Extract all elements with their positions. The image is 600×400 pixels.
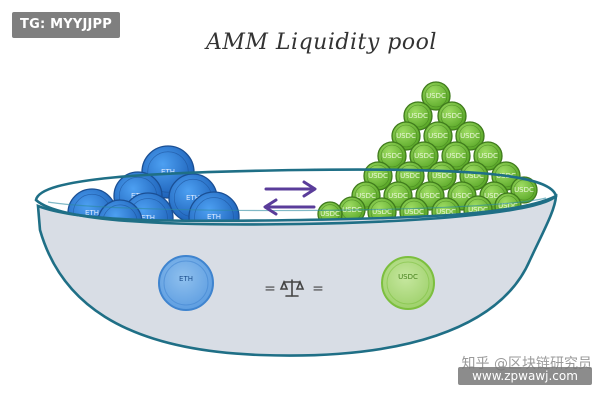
tag-badge: TG: MYYJJPP (12, 12, 120, 38)
usdc-coin-label: USDC (460, 132, 480, 140)
eth-coin-label: ETH (179, 275, 193, 283)
usdc-coin: USDC (437, 101, 467, 131)
usdc-coin-label: USDC (498, 202, 518, 210)
usdc-coin-label: USDC (426, 92, 446, 100)
usdc-coin-label: USDC (432, 172, 452, 180)
equals-left: = (264, 281, 276, 297)
usdc-coin-label: USDC (464, 172, 484, 180)
usdc-coin-label: USDC (382, 152, 402, 160)
usdc-coin-label: USDC (398, 273, 418, 281)
watermark-site: www.zpwawj.com (458, 367, 592, 385)
usdc-coin-center: USDC (381, 256, 435, 310)
usdc-coin-label: USDC (372, 208, 392, 216)
usdc-coin-label: USDC (368, 172, 388, 180)
usdc-coin-label: USDC (452, 192, 472, 200)
usdc-coin-pile: USDC USDC USDC USDC USDC USDC USDC USDC USDC USDC… (317, 81, 538, 227)
usdc-coin: USDC (421, 81, 451, 111)
eth-coin-center: ETH (158, 255, 214, 311)
usdc-coin-label: USDC (396, 132, 416, 140)
usdc-coin-label: USDC (404, 208, 424, 216)
eth-coin-label: ETH (85, 209, 99, 217)
usdc-coin: USDC (441, 141, 471, 171)
usdc-coin-label: USDC (388, 192, 408, 200)
eth-coin-label: ETH (141, 214, 155, 222)
usdc-coin-label: USDC (436, 208, 456, 216)
usdc-coin: USDC (391, 121, 421, 151)
scale-icon (279, 279, 305, 297)
usdc-coin-label: USDC (442, 112, 462, 120)
usdc-coin: USDC (409, 141, 439, 171)
usdc-coin-label: USDC (420, 192, 440, 200)
usdc-coin-label: USDC (414, 152, 434, 160)
usdc-coin-label: USDC (484, 192, 504, 200)
usdc-coin-label: USDC (514, 186, 534, 194)
watermark: 知乎 @区块链研究员 www.zpwawj.com (410, 355, 594, 391)
usdc-coin: USDC (455, 121, 485, 151)
swap-arrows-icon (263, 180, 317, 216)
eth-coin-label: ETH (161, 168, 175, 176)
usdc-coin-label: USDC (428, 132, 448, 140)
eth-coin-label: ETH (207, 213, 221, 221)
equals-right: = (312, 281, 324, 297)
usdc-coin: USDC (423, 121, 453, 151)
usdc-coin-label: USDC (446, 152, 466, 160)
usdc-coin-label: USDC (400, 172, 420, 180)
liquidity-bowl (34, 168, 558, 357)
usdc-coin-label: USDC (356, 192, 376, 200)
diagram-title: AMM Liquidity pool (206, 30, 437, 55)
usdc-coin-label: USDC (320, 210, 340, 218)
usdc-coin-label: USDC (478, 152, 498, 160)
usdc-coin-label: USDC (468, 206, 488, 214)
usdc-coin: USDC (473, 141, 503, 171)
eth-coin-label: ETH (186, 194, 200, 202)
usdc-coin-label: USDC (408, 112, 428, 120)
